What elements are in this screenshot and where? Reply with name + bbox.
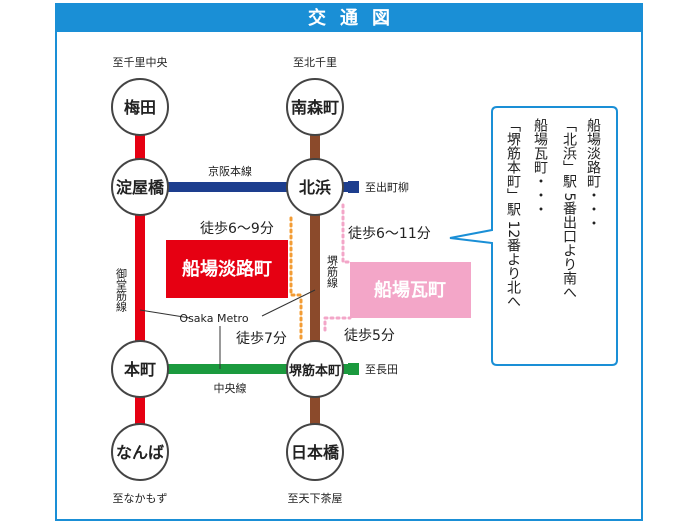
station-hommachi: 本町: [111, 340, 169, 398]
midosuji-line-label: 御堂筋線: [115, 267, 128, 312]
walk-time-awajimachi-kitahama: 徒歩6～9分: [200, 221, 274, 237]
svg-text:梅田: 梅田: [124, 98, 156, 117]
walk-route-kawaramachi-sakaisuji: [323, 316, 352, 332]
station-minamimorimachi: 南森町: [286, 78, 344, 136]
callout-line-2: 「北浜」駅 5番出口より南へ: [561, 118, 577, 299]
direction-nagata: 至長田: [365, 363, 398, 376]
svg-text:本町: 本町: [124, 360, 156, 379]
header-title: 交通図: [57, 5, 641, 32]
senbaawajimachi-box: 船場淡路町: [166, 240, 288, 298]
direction-nakamozu: 至なかもず: [113, 492, 168, 505]
osaka-metro-label: Osaka Metro: [179, 312, 248, 325]
station-nipponbashi: 日本橋: [286, 423, 344, 481]
walk-time-kawaramachi-sakaisuji: 徒歩5分: [344, 328, 395, 344]
station-yodoyabashi: 淀屋橋: [111, 158, 169, 216]
senbakawaramachi-box: 船場瓦町: [350, 262, 471, 318]
svg-text:北浜: 北浜: [299, 178, 331, 197]
direction-tengachaya: 至天下茶屋: [288, 492, 343, 505]
station-kitahama: 北浜: [286, 158, 344, 216]
callout-line-4: 「堺筋本町」駅 12番より北へ: [505, 118, 521, 308]
walk-time-kawaramachi-kitahama: 徒歩6～11分: [348, 226, 431, 242]
svg-text:船場淡路町: 船場淡路町: [182, 258, 272, 280]
station-sakaisuji-hommachi: 堺筋本町: [286, 340, 344, 398]
keihan-terminus: [348, 181, 359, 193]
svg-text:南森町: 南森町: [291, 98, 339, 117]
direction-demachiyanagi: 至出町柳: [365, 180, 409, 194]
chuo-terminus: [348, 363, 359, 375]
svg-text:淀屋橋: 淀屋橋: [116, 178, 165, 197]
svg-text:船場瓦町: 船場瓦町: [374, 279, 446, 301]
station-umeda: 梅田: [111, 78, 169, 136]
station-namba: なんば: [111, 423, 169, 481]
walk-time-awajimachi-sakaisuji: 徒歩7分: [236, 331, 287, 347]
callout-line-3: 船場瓦町・・・: [532, 118, 548, 216]
svg-text:堺筋本町: 堺筋本町: [289, 363, 341, 379]
walk-route-awajimachi-kitahama: [289, 216, 305, 297]
svg-text:日本橋: 日本橋: [291, 443, 340, 462]
keihan-line-label: 京阪本線: [208, 164, 252, 178]
svg-text:なんば: なんば: [116, 443, 164, 462]
walk-route-kawaramachi-kitahama: [341, 203, 352, 264]
callout-bubble: [449, 106, 618, 366]
direction-kita-senri: 至北千里: [293, 56, 337, 69]
metro-pointer-left: [139, 309, 191, 319]
direction-senri-chuo: 至千里中央: [113, 56, 168, 69]
callout-line-1: 船場淡路町・・・: [585, 118, 601, 230]
chuo-line-label: 中央線: [214, 381, 247, 395]
metro-pointer-right: [261, 289, 316, 317]
sakaisuji-line-label: 堺筋線: [326, 255, 339, 288]
